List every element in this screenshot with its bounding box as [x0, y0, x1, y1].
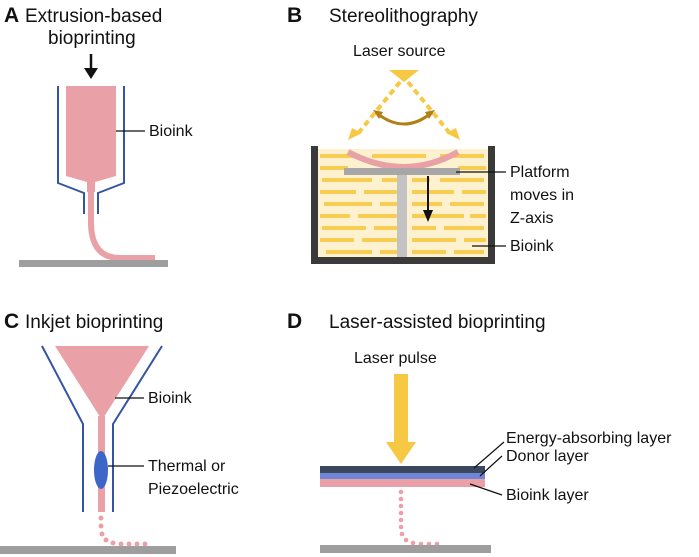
label-c-actuator-1: Thermal or	[148, 458, 226, 475]
inkjet-bioink	[55, 346, 149, 420]
laser-beams	[348, 80, 460, 140]
panel-c-title: Inkjet bioprinting	[25, 312, 163, 333]
build-platform	[344, 168, 460, 175]
cured-layer	[346, 149, 460, 170]
panel-d-letter: D	[287, 310, 302, 333]
panel-a: A Extrusion-based bioprinting Bioink	[4, 4, 194, 267]
bioink-layer	[320, 479, 485, 487]
substrate-d	[320, 545, 491, 553]
leader-d-bioink	[469, 483, 503, 496]
label-d-pulse: Laser pulse	[354, 350, 437, 367]
label-d-bioink: Bioink layer	[506, 487, 589, 504]
substrate-a	[19, 260, 168, 267]
panel-b-title: Stereolithography	[329, 6, 478, 27]
donor-layer	[320, 473, 485, 479]
panel-b: B Stereolithography Laser source	[287, 4, 574, 264]
leader-d-energy	[473, 441, 505, 469]
laser-pulse-shaft	[394, 374, 408, 444]
resin-stripes	[320, 154, 486, 254]
z-axis-arrow	[423, 176, 433, 222]
panel-d-title: Laser-assisted bioprinting	[329, 312, 546, 333]
label-d-energy: Energy-absorbing layer	[506, 430, 672, 447]
syringe-bioink	[66, 86, 116, 192]
panel-d: D Laser-assisted bioprinting Laser pulse…	[287, 310, 672, 553]
label-a-bioink: Bioink	[149, 123, 194, 140]
panel-a-letter: A	[4, 4, 19, 27]
label-b-platform-2: moves in	[510, 187, 574, 204]
label-b-bioink: Bioink	[510, 238, 555, 255]
label-d-donor: Donor layer	[506, 448, 589, 465]
label-b-platform-3: Z-axis	[510, 210, 554, 227]
transfer-droplets	[398, 489, 440, 547]
inkjet-nozzle	[41, 345, 163, 512]
label-b-platform-1: Platform	[510, 164, 570, 181]
panel-a-title-line2: bioprinting	[48, 28, 136, 49]
label-c-actuator-2: Piezoelectric	[148, 481, 239, 498]
panel-c-letter: C	[4, 310, 19, 333]
energy-absorbing-layer	[320, 466, 485, 473]
panel-b-letter: B	[287, 4, 302, 27]
laser-pulse-head	[386, 442, 416, 464]
syringe-barrel	[57, 86, 125, 214]
substrate-c	[0, 546, 176, 554]
panel-c: C Inkjet bioprinting Bioink Thermal or P…	[0, 310, 239, 554]
actuator	[94, 451, 108, 489]
label-c-bioink: Bioink	[148, 390, 193, 407]
panel-a-title-line1: Extrusion-based	[25, 6, 162, 27]
droplets	[98, 515, 148, 547]
platform-stem	[397, 175, 407, 257]
laser-source	[389, 70, 419, 82]
label-b-laser: Laser source	[353, 43, 446, 60]
leader-d-donor	[479, 455, 503, 477]
scan-arc	[373, 110, 435, 126]
extruded-filament	[88, 190, 155, 261]
pressure-arrow	[84, 54, 98, 79]
